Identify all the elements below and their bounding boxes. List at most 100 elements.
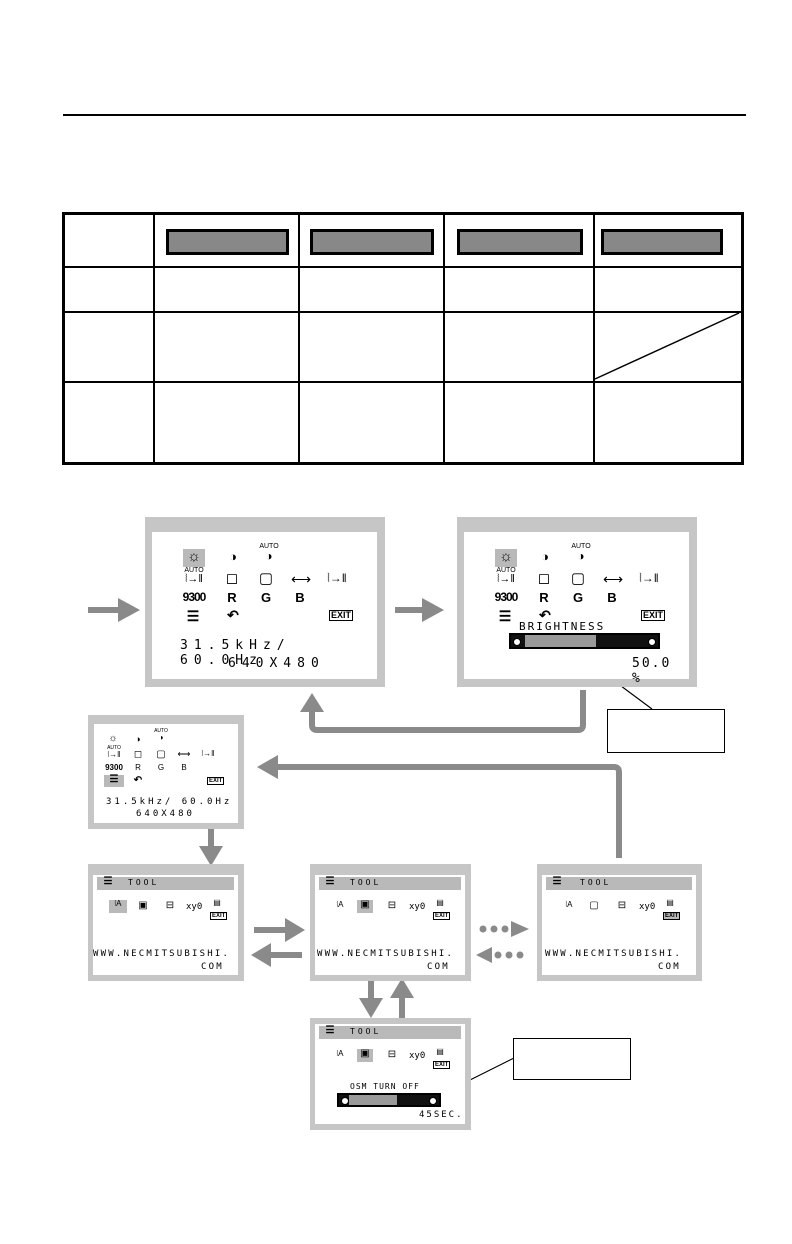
osm-lock-icon: ⊟ (617, 900, 627, 911)
tool-title: TOOL (580, 878, 612, 887)
green-icon: G (572, 590, 584, 605)
fine-icon: ⦚→‖ (327, 571, 347, 585)
tool-icon: ☰ (325, 876, 335, 887)
exit-icon: EXIT (433, 1061, 451, 1069)
table-col-divider (443, 215, 445, 462)
info-icon: ▤ (213, 898, 221, 907)
table-row-divider (65, 381, 741, 383)
auto-adjust-icon: AUTO⦚→‖ (496, 567, 516, 585)
auto-contrast-icon: AUTO◑ (154, 728, 168, 742)
header-button-2 (310, 229, 434, 255)
osm-turn-off-label: OSM TURN OFF (350, 1082, 420, 1091)
minus-icon (513, 638, 521, 646)
info-icon: ▤ (666, 898, 674, 907)
color-preset-icon: 9300 (105, 763, 123, 772)
osd-tool-screen-3: ☰ TOOL ⦚A ▢ ⊟ xy0 ▤ EXIT WWW.NECMITSUBIS… (537, 864, 702, 981)
header-button-1 (166, 229, 289, 255)
tool-icon: ☰ (186, 608, 200, 624)
down-up-icon: ▢ (258, 570, 274, 587)
tool-icon: ☰ (104, 775, 124, 787)
tool-header (546, 877, 692, 890)
fine-icon: ⦚→‖ (639, 571, 659, 585)
language-icon: ⦚A (336, 1049, 344, 1058)
osd-osm-turn-off-screen: ☰ TOOL ⦚A ▣ ⊟ xy0 ▤ EXIT OSM TURN OFF 45… (310, 1018, 471, 1130)
plus-icon (429, 1097, 437, 1105)
tool-header (319, 1026, 461, 1039)
brightness-value: 50.0 % (632, 656, 672, 686)
tool-icon: ☰ (498, 608, 512, 624)
tool-icon: ☰ (325, 1025, 335, 1036)
language-icon: ⦚A (336, 900, 344, 909)
brightness-callout-box (607, 709, 725, 753)
xy-label: xy0 (186, 902, 203, 912)
osm-lock-icon: ⊟ (387, 1049, 397, 1060)
brightness-icon: ☼ (108, 733, 118, 744)
h-size-icon: ⟷ (602, 571, 624, 587)
tool-icon: ☰ (552, 876, 562, 887)
osm-position-icon: ▣ (357, 900, 373, 913)
exit-icon: EXIT (663, 912, 681, 920)
brightness-bar-fill (525, 635, 596, 647)
control-table (62, 212, 744, 465)
info-icon: ▤ (436, 898, 444, 907)
auto-adjust-icon: AUTO⦚→‖ (107, 745, 121, 759)
header-button-3 (457, 229, 583, 255)
resolution-text: 640X480 (136, 809, 195, 819)
table-col-divider (298, 215, 300, 462)
color-preset-icon: 9300 (182, 590, 207, 604)
contrast-icon: ◑ (229, 549, 237, 564)
blue-icon: B (607, 590, 617, 605)
osd-tool-screen-2: ☰ TOOL ⦚A ▣ ⊟ xy0 ▤ EXIT WWW.NECMITSUBIS… (310, 864, 471, 981)
exit-icon: EXIT (329, 610, 354, 621)
osd-brightness-screen: ☼ ◑ AUTO◑ AUTO⦚→‖ ◻ ▢ ⟷ ⦚→‖ 9300 R G B ☰… (457, 517, 697, 687)
auto-contrast-icon: AUTO◑ (571, 543, 591, 563)
contrast-icon: ◑ (541, 549, 549, 564)
exit-icon: EXIT (207, 777, 225, 785)
reset-icon: ↶ (539, 607, 551, 623)
blue-icon: B (295, 590, 305, 605)
brightness-bar[interactable] (509, 633, 660, 649)
red-icon: R (135, 763, 141, 772)
url-line-1: WWW.NECMITSUBISHI. (317, 949, 455, 959)
h-size-icon: ⟷ (290, 571, 312, 587)
url-line-2: COM (658, 962, 681, 972)
xy-label: xy0 (409, 902, 426, 912)
left-right-icon: ◻ (133, 749, 143, 760)
auto-adjust-icon: AUTO⦚→‖ (184, 567, 204, 585)
info-icon: ▤ (436, 1047, 444, 1056)
language-icon: ⦚A (109, 900, 127, 913)
osd-main-screen: ☼ ◑ AUTO◑ AUTO⦚→‖ ◻ ▢ ⟷ ⦚→‖ 9300 R G B ☰… (145, 517, 385, 687)
brightness-icon: ☼ (183, 549, 205, 567)
auto-contrast-icon: AUTO◑ (259, 543, 279, 563)
left-right-icon: ◻ (537, 570, 551, 587)
osm-position-icon: ▢ (589, 900, 599, 911)
osm-position-icon: ▣ (138, 900, 148, 911)
osm-callout-box (513, 1038, 631, 1080)
blue-icon: B (181, 763, 187, 772)
minus-icon (341, 1097, 349, 1105)
down-up-icon: ▢ (570, 570, 586, 587)
frequency-text: 31.5kHz/ 60.0Hz (180, 638, 291, 668)
brightness-label: BRIGHTNESS (519, 620, 606, 633)
table-col-divider (593, 215, 595, 462)
osd-small-main-screen: ☼ ◑ AUTO◑ AUTO⦚→‖ ◻ ▢ ⟷ ⦚→‖ 9300 R G B ☰… (88, 715, 244, 829)
exit-icon: EXIT (433, 912, 451, 920)
red-icon: R (227, 590, 237, 605)
language-icon: ⦚A (565, 900, 573, 909)
header-button-4 (601, 229, 723, 255)
tool-title: TOOL (128, 878, 160, 887)
table-col-divider (153, 215, 155, 462)
green-icon: G (260, 590, 272, 605)
contrast-icon: ◑ (135, 734, 141, 744)
table-row-divider (65, 311, 741, 313)
osm-turn-off-bar[interactable] (337, 1093, 441, 1107)
plus-icon (648, 638, 656, 646)
url-line-2: COM (427, 962, 450, 972)
tool-title: TOOL (350, 1027, 382, 1036)
reset-icon: ↶ (133, 775, 143, 786)
top-rule (63, 114, 746, 116)
red-icon: R (539, 590, 549, 605)
osm-lock-icon: ⊟ (387, 900, 397, 911)
resolution-text: 640X480 (228, 656, 325, 671)
